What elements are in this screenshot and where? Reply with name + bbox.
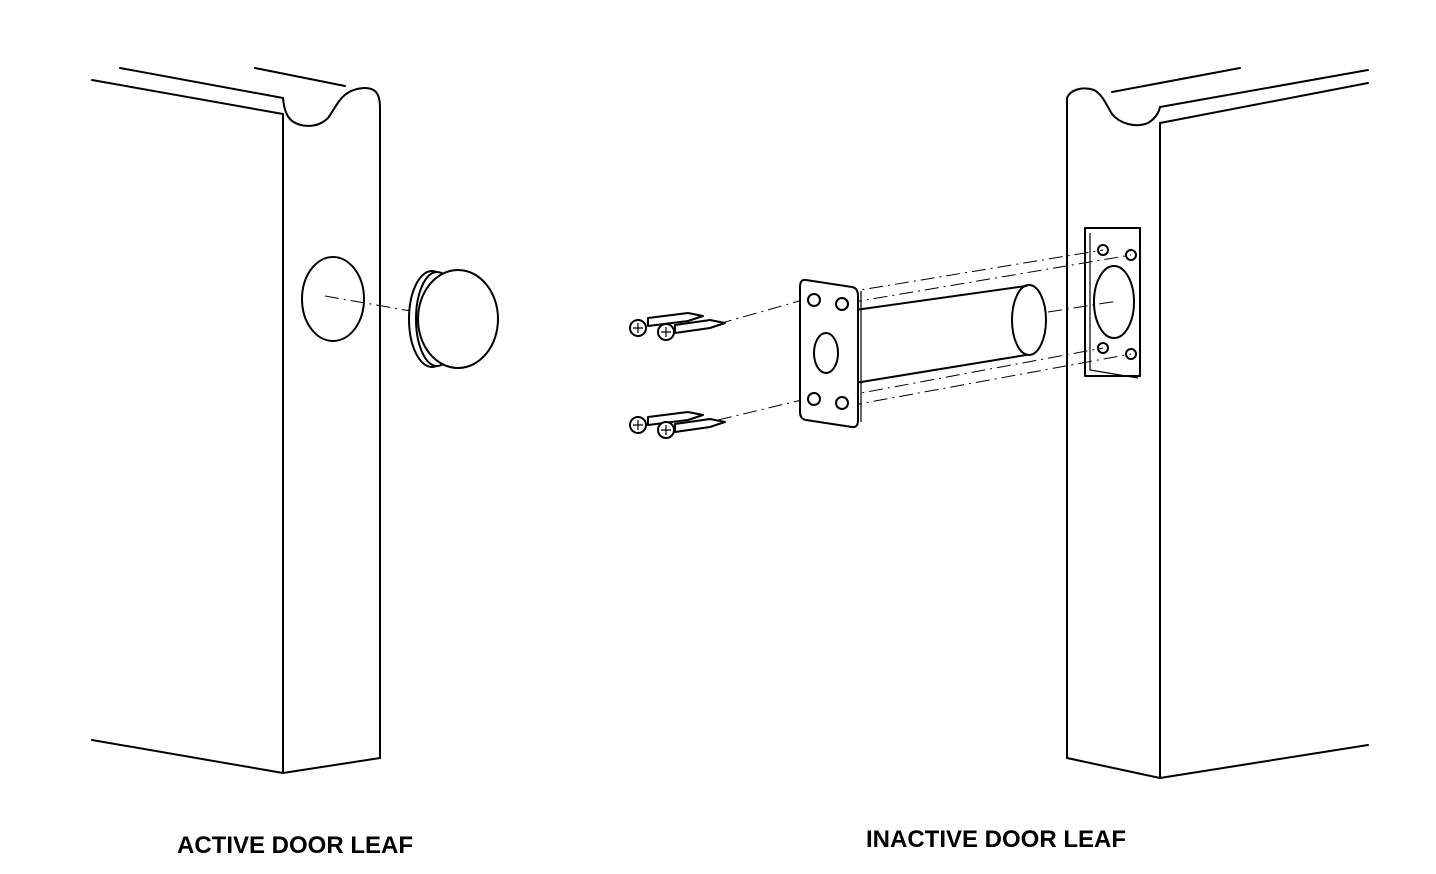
screw-upper-front <box>657 319 726 341</box>
strike-sleeve <box>854 284 1047 384</box>
screw-upper-back <box>629 312 704 337</box>
screw-lower-back <box>629 411 704 434</box>
active-door-leaf-label: ACTIVE DOOR LEAF <box>177 832 414 859</box>
active-bore-hole <box>301 256 365 342</box>
inactive-bore-hole <box>1093 265 1135 339</box>
inactive-door-leaf-label: INACTIVE DOOR LEAF <box>866 826 1127 853</box>
screw-lower-front <box>657 418 726 439</box>
inactive-door-leaf <box>1066 67 1369 779</box>
mortise-pocket <box>1084 227 1141 377</box>
dust-plug <box>324 269 499 369</box>
active-door-leaf <box>91 67 381 774</box>
strike-plate <box>799 278 862 429</box>
alignment-lines <box>717 249 1132 421</box>
